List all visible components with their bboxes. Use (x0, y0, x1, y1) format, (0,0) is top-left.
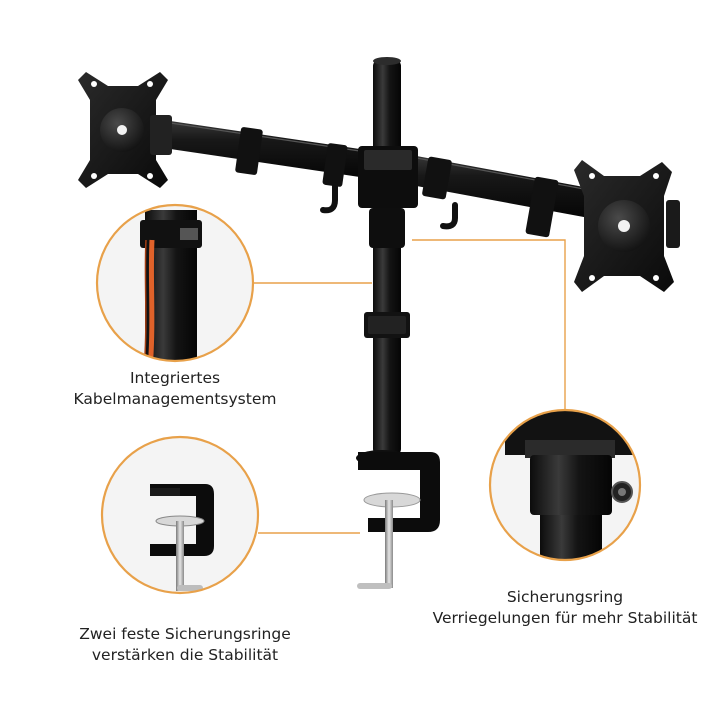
detail-circle-clamp-rings (100, 435, 260, 595)
callout-line-ring (412, 239, 566, 410)
vesa-plate-left (78, 72, 172, 188)
caption-locking-ring-line1: Sicherungsring (506, 588, 624, 606)
callout-lines (253, 239, 566, 534)
caption-locking-ring: Sicherungsring Verriegelungen für mehr S… (415, 587, 715, 629)
caption-cable-management-line1: Integriertes (129, 369, 221, 387)
caption-locking-ring-line2: Verriegelungen für mehr Stabilität (432, 609, 698, 627)
caption-clamp-rings: Zwei feste Sicherungsringe verstärken di… (40, 624, 330, 666)
caption-clamp-rings-line1: Zwei feste Sicherungsringe (79, 625, 291, 643)
left-arm (150, 118, 380, 180)
monitor-mount (78, 57, 680, 589)
mount-pole (373, 60, 401, 455)
caption-cable-management-line2: Kabelmanagementsystem (73, 390, 277, 408)
cable-hook-right (440, 202, 458, 230)
caption-clamp-rings-line2: verstärken die Stabilität (91, 646, 279, 664)
vesa-plate-right (574, 160, 680, 292)
caption-cable-management: Integriertes Kabelmanagementsystem (40, 368, 310, 410)
desk-clamp (356, 450, 440, 589)
cable-hook-left (320, 182, 338, 214)
detail-circle-cable-management (95, 203, 255, 363)
detail-circle-locking-ring (488, 408, 642, 562)
